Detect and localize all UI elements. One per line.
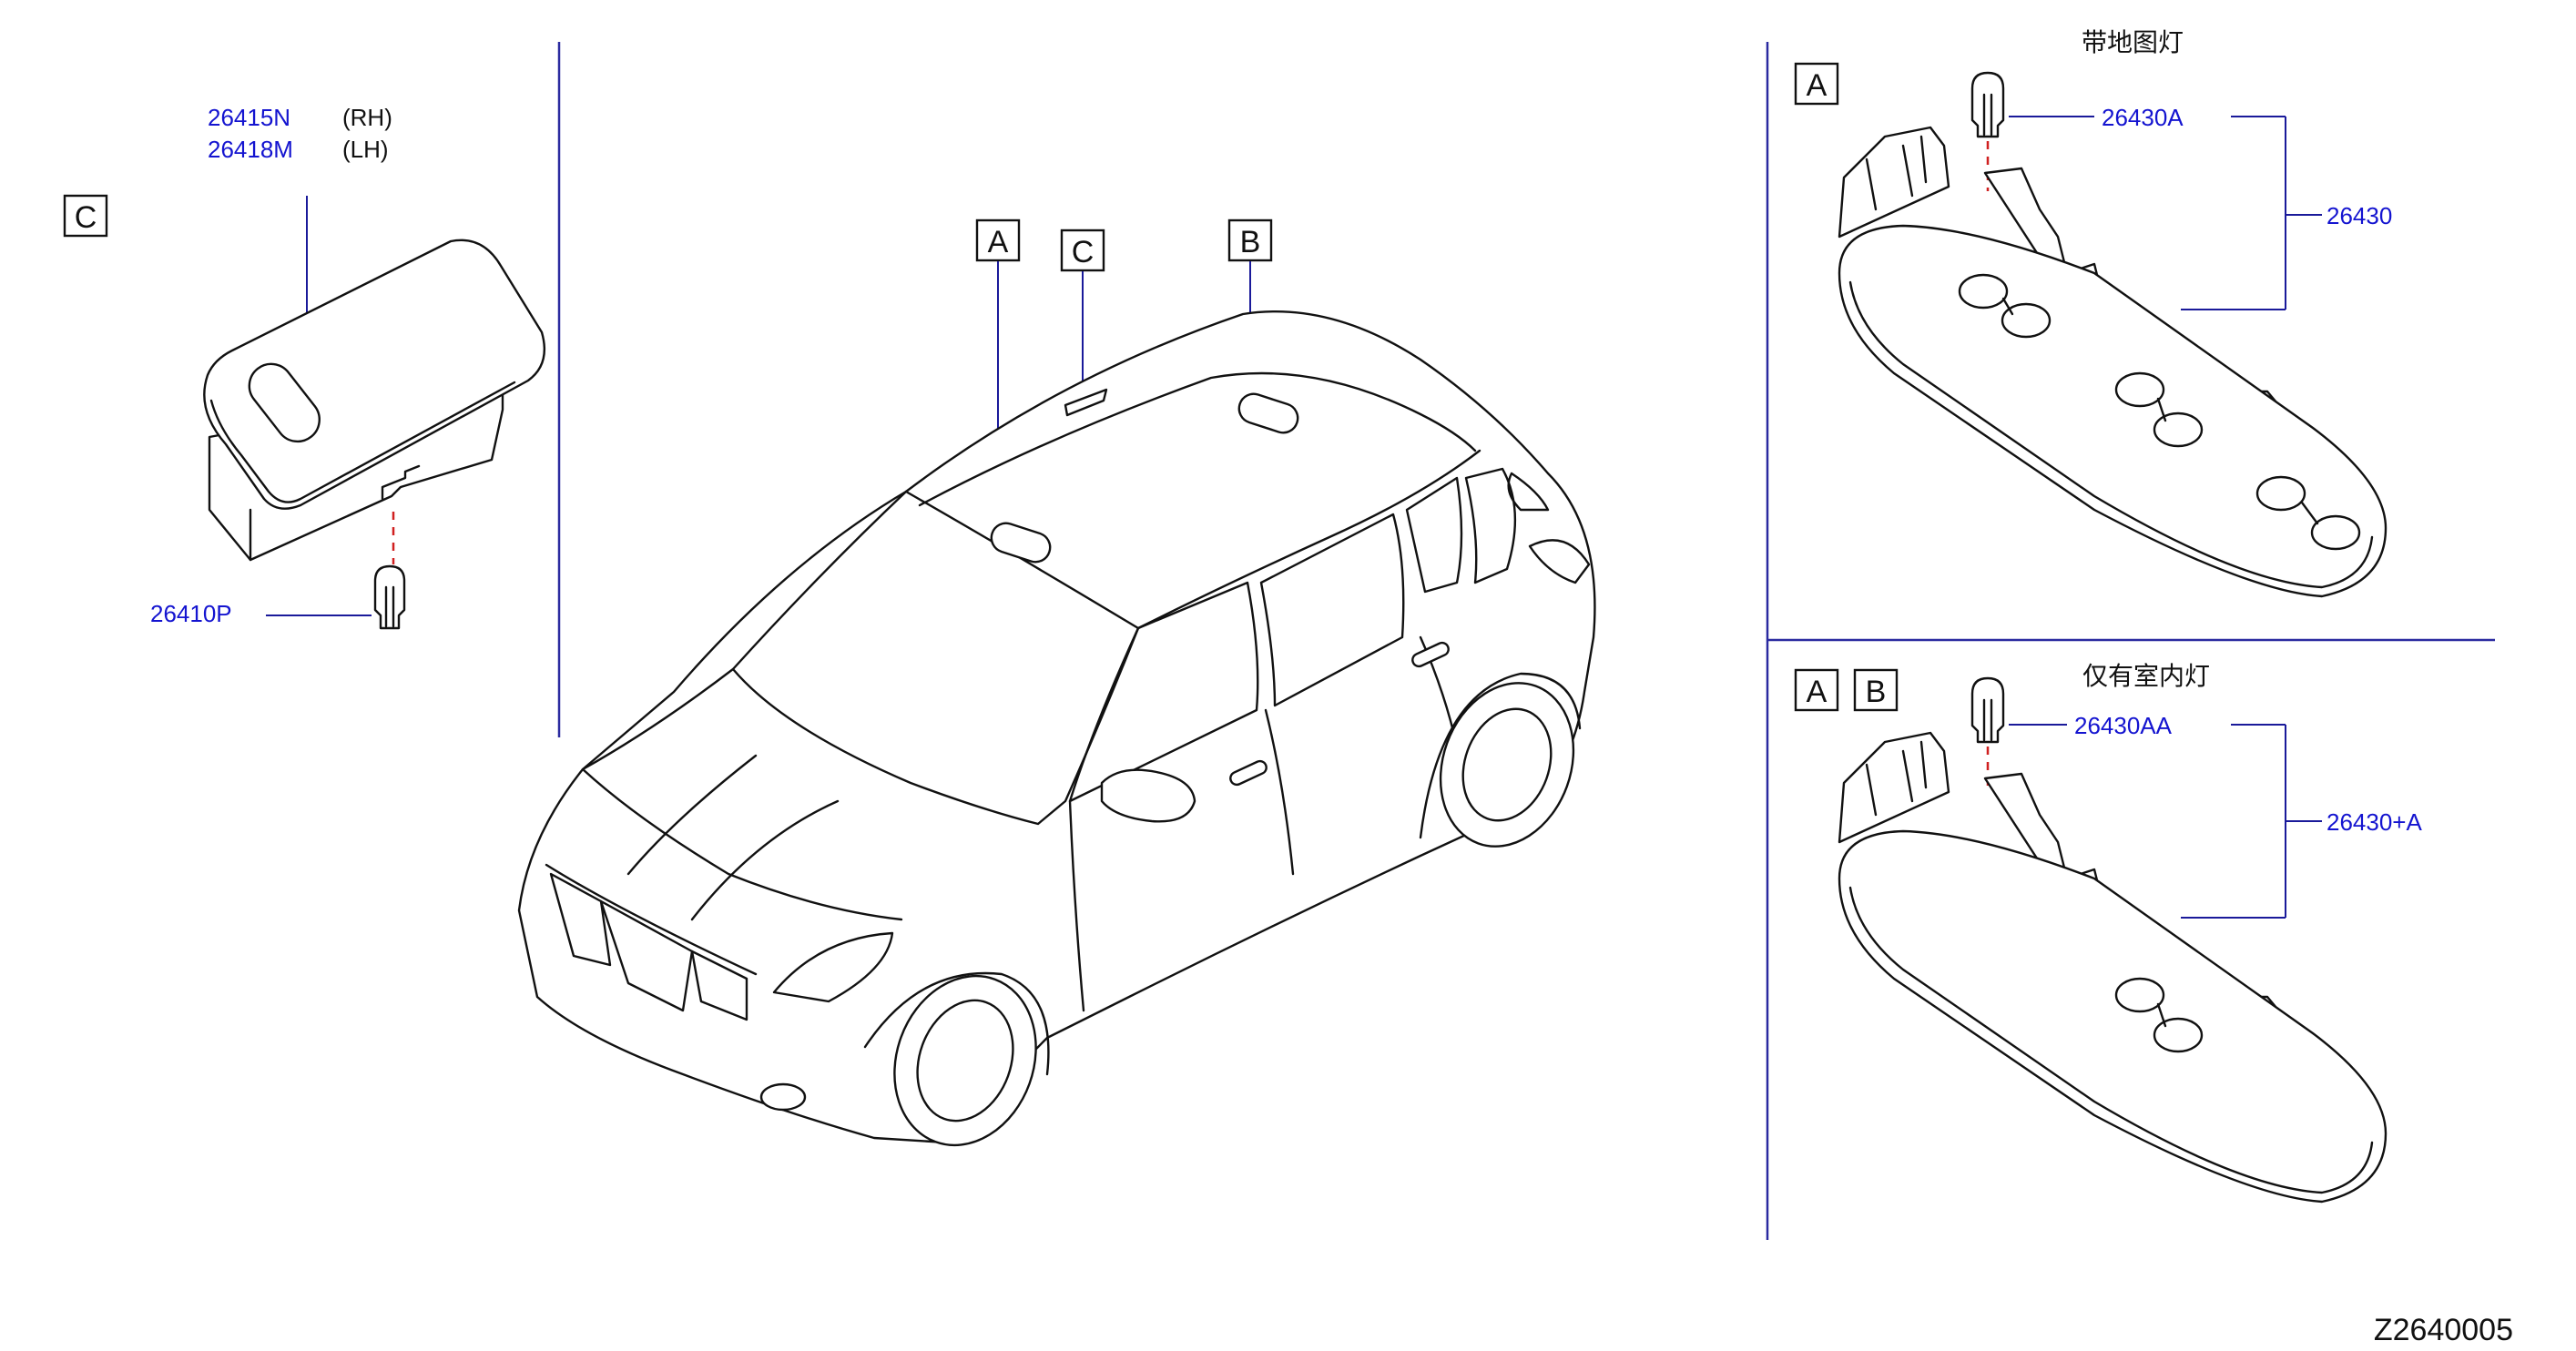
bulb-icon (1970, 676, 2005, 744)
vehicle-drawing: A C B (517, 218, 1596, 1147)
map-lamp-drawing (1838, 126, 2388, 598)
vanity-lamp-drawing (203, 239, 546, 562)
diagram-code: Z2640005 (2374, 1313, 2513, 1347)
location-label-a-vehicle: A (988, 225, 1009, 259)
location-box-a-vehicle (975, 218, 1021, 262)
location-label-b-vehicle: B (1240, 225, 1261, 259)
location-box-a-lower (1794, 668, 1839, 712)
location-label-c: C (75, 200, 97, 235)
room-lamp-drawing (1838, 731, 2388, 1204)
location-box-b-lower (1853, 668, 1899, 712)
panel-a-with-map-lamp: 带地图灯 A 26430A 26430 (1794, 27, 2392, 598)
part-number-26410p: 26410P (150, 600, 232, 627)
section-label-room-lamp-only: 仅有室内灯 (2082, 661, 2210, 691)
bulb-icon (373, 564, 406, 630)
part-number-26418m: 26418M (208, 136, 293, 163)
part-number-26415n: 26415N (208, 104, 290, 131)
side-label-rh: (RH) (342, 104, 392, 131)
panel-ab-room-lamp-only: 仅有室内灯 A B 26430AA 26430+A (1794, 661, 2422, 1204)
location-label-a: A (1807, 68, 1828, 103)
part-number-26430-plus-a: 26430+A (2327, 808, 2422, 836)
location-box-c (63, 194, 108, 238)
location-box-b-vehicle (1227, 218, 1273, 262)
location-label-b-lower: B (1866, 675, 1887, 709)
panel-c: C 26415N (RH) 26418M (LH) 26410P (63, 104, 546, 630)
side-label-lh: (LH) (342, 136, 389, 163)
part-number-26430: 26430 (2327, 202, 2392, 229)
location-box-c-vehicle (1060, 229, 1105, 272)
part-number-26430a: 26430A (2102, 104, 2184, 131)
part-number-26430aa: 26430AA (2074, 712, 2173, 739)
location-box-a (1794, 62, 1839, 106)
section-label-with-map-lamp: 带地图灯 (2082, 27, 2184, 57)
location-label-c-vehicle: C (1072, 235, 1095, 269)
bulb-icon (1970, 71, 2005, 138)
location-label-a-lower: A (1807, 675, 1828, 709)
